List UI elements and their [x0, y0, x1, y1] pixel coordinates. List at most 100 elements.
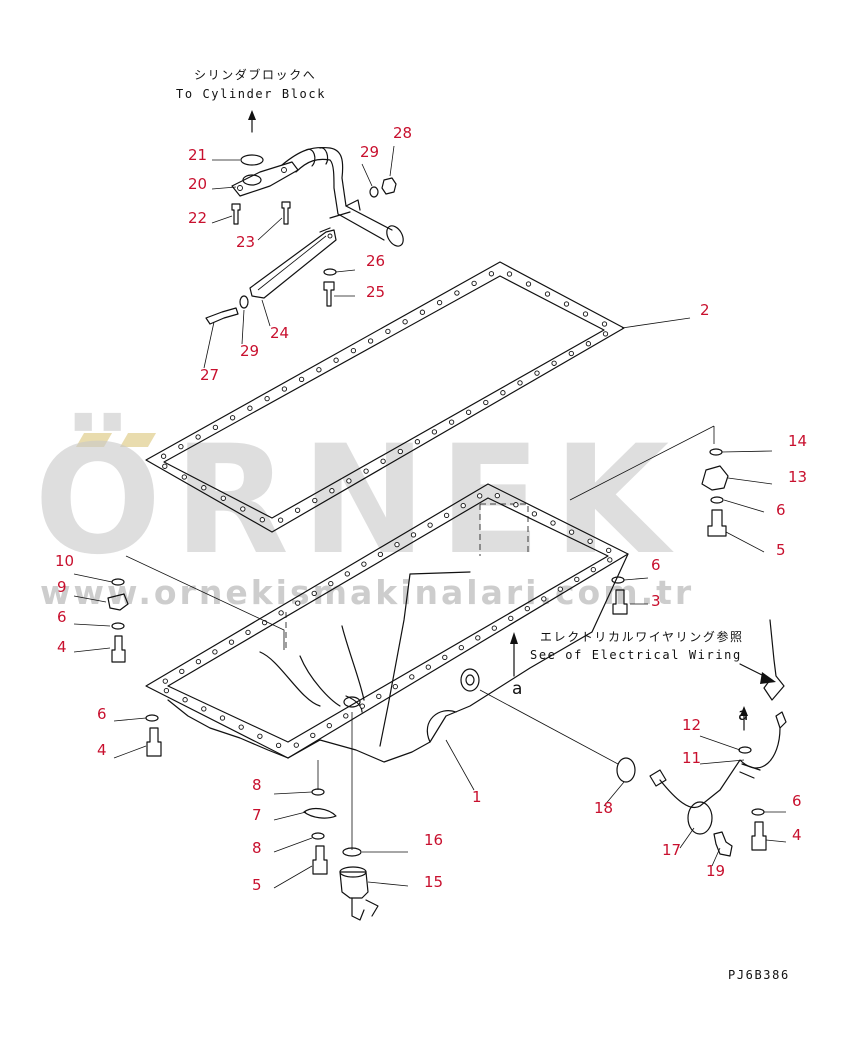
- bolt-hole: [465, 409, 472, 415]
- callout-number: 12: [682, 716, 701, 734]
- bolt-hole: [380, 458, 386, 464]
- callout-number: 6: [651, 556, 661, 574]
- oil-filler-pipe-assembly: [205, 146, 404, 325]
- bolt-hole: [245, 629, 251, 636]
- bolt-hole: [240, 506, 246, 512]
- bolt-hole: [517, 380, 523, 386]
- note-electrical-en: See of Electrical Wiring: [530, 648, 742, 662]
- bolt-hole: [328, 580, 334, 587]
- callout-leader: [73, 647, 111, 653]
- bolt-hole: [506, 271, 513, 277]
- callout-leaders: [73, 145, 787, 889]
- watermark-word: ÖRNEK: [34, 414, 682, 588]
- callout-leader: [699, 735, 741, 751]
- bolt-hole: [212, 424, 219, 431]
- bolt-hole: [568, 350, 574, 357]
- callout-leader: [273, 791, 313, 795]
- callout-number: 8: [252, 776, 262, 794]
- oil-pan: [145, 483, 629, 763]
- bolt-hole: [333, 357, 339, 363]
- callout-number: 3: [651, 592, 661, 610]
- arrow-to-connector: [739, 663, 776, 684]
- callout-number: 19: [706, 862, 725, 880]
- callout-leader: [113, 745, 147, 759]
- bolt-hole: [257, 733, 263, 739]
- bolt-hole: [385, 328, 391, 335]
- bolt-hole: [212, 649, 218, 655]
- callout-number: 5: [776, 541, 786, 559]
- callout-number: 6: [792, 792, 802, 810]
- bolt-hole: [281, 386, 288, 392]
- callout-numbers: 2120222329282625242729214136510964636418…: [55, 124, 807, 894]
- bolt-hole: [376, 693, 382, 700]
- callout-leader: [211, 215, 233, 224]
- bolt-hole: [443, 512, 450, 519]
- bolt-hole: [531, 511, 538, 517]
- callout-leader: [241, 309, 245, 345]
- bolt-hole: [195, 658, 202, 665]
- bolt-hole: [275, 742, 282, 749]
- callout-number: 29: [360, 143, 379, 161]
- callout-number: 9: [57, 578, 67, 596]
- callout-number: 18: [594, 799, 613, 817]
- bolt-hole: [477, 493, 483, 499]
- bolt-hole: [178, 443, 184, 450]
- bolt-hole: [310, 732, 316, 739]
- bolt-hole: [182, 697, 188, 703]
- callout-number: 2: [700, 301, 710, 319]
- bolt-hole: [607, 557, 613, 563]
- callout-leader: [679, 827, 695, 849]
- bolt-hole: [460, 502, 466, 509]
- bolt-hole: [363, 468, 369, 474]
- bolt-hole: [295, 600, 301, 606]
- bolt-hole: [160, 453, 167, 459]
- callout-number: 8: [252, 839, 262, 857]
- bolt-hole: [278, 610, 284, 616]
- callout-number: 26: [366, 252, 385, 270]
- callout-leader: [711, 847, 721, 867]
- callout-number: 6: [97, 705, 107, 723]
- callout-leader: [723, 499, 765, 513]
- callout-number: 1: [472, 788, 482, 806]
- bolt-hole: [181, 474, 187, 480]
- note-cylinder-block-en: To Cylinder Block: [176, 87, 327, 101]
- callout-number: 15: [424, 873, 443, 891]
- callout-number: 4: [97, 741, 107, 759]
- callout-leader: [725, 531, 765, 553]
- bolt-hole: [326, 722, 332, 729]
- bolt-hole: [471, 280, 477, 287]
- callout-leader: [203, 321, 215, 369]
- bolt-hole: [219, 715, 226, 721]
- callout-leader: [273, 865, 313, 889]
- callout-leader: [211, 186, 237, 190]
- bolt-hole: [367, 338, 374, 344]
- bolt-hole: [229, 415, 236, 421]
- callout-leader: [623, 577, 649, 581]
- bolt-hole: [574, 576, 580, 583]
- arrow-to-cylinder-block: [248, 110, 256, 133]
- bolt-hole: [508, 615, 514, 622]
- callout-leader: [389, 145, 395, 177]
- bolt-hole: [590, 566, 596, 573]
- bolt-hole: [162, 463, 168, 469]
- callout-number: 16: [424, 831, 443, 849]
- bolt-hole: [294, 507, 301, 513]
- bolt-hole: [298, 376, 305, 383]
- callout-number: 20: [188, 175, 207, 193]
- bolt-hole: [359, 703, 365, 709]
- callout-number: 10: [55, 552, 74, 570]
- bolt-hole: [454, 290, 460, 296]
- bolt-hole: [377, 551, 384, 558]
- bolt-hole: [483, 399, 489, 406]
- reference-lines: [125, 425, 715, 850]
- bolt-hole: [410, 532, 417, 538]
- bolt-hole: [162, 678, 168, 684]
- callout-number: 6: [57, 608, 67, 626]
- bolt-hole: [220, 495, 226, 501]
- bolt-hole: [458, 644, 464, 651]
- bolt-hole: [228, 639, 235, 645]
- bolt-hole: [392, 683, 398, 690]
- bolt-hole: [361, 561, 367, 567]
- bolt-hole: [582, 311, 589, 317]
- bolt-hole: [394, 541, 400, 548]
